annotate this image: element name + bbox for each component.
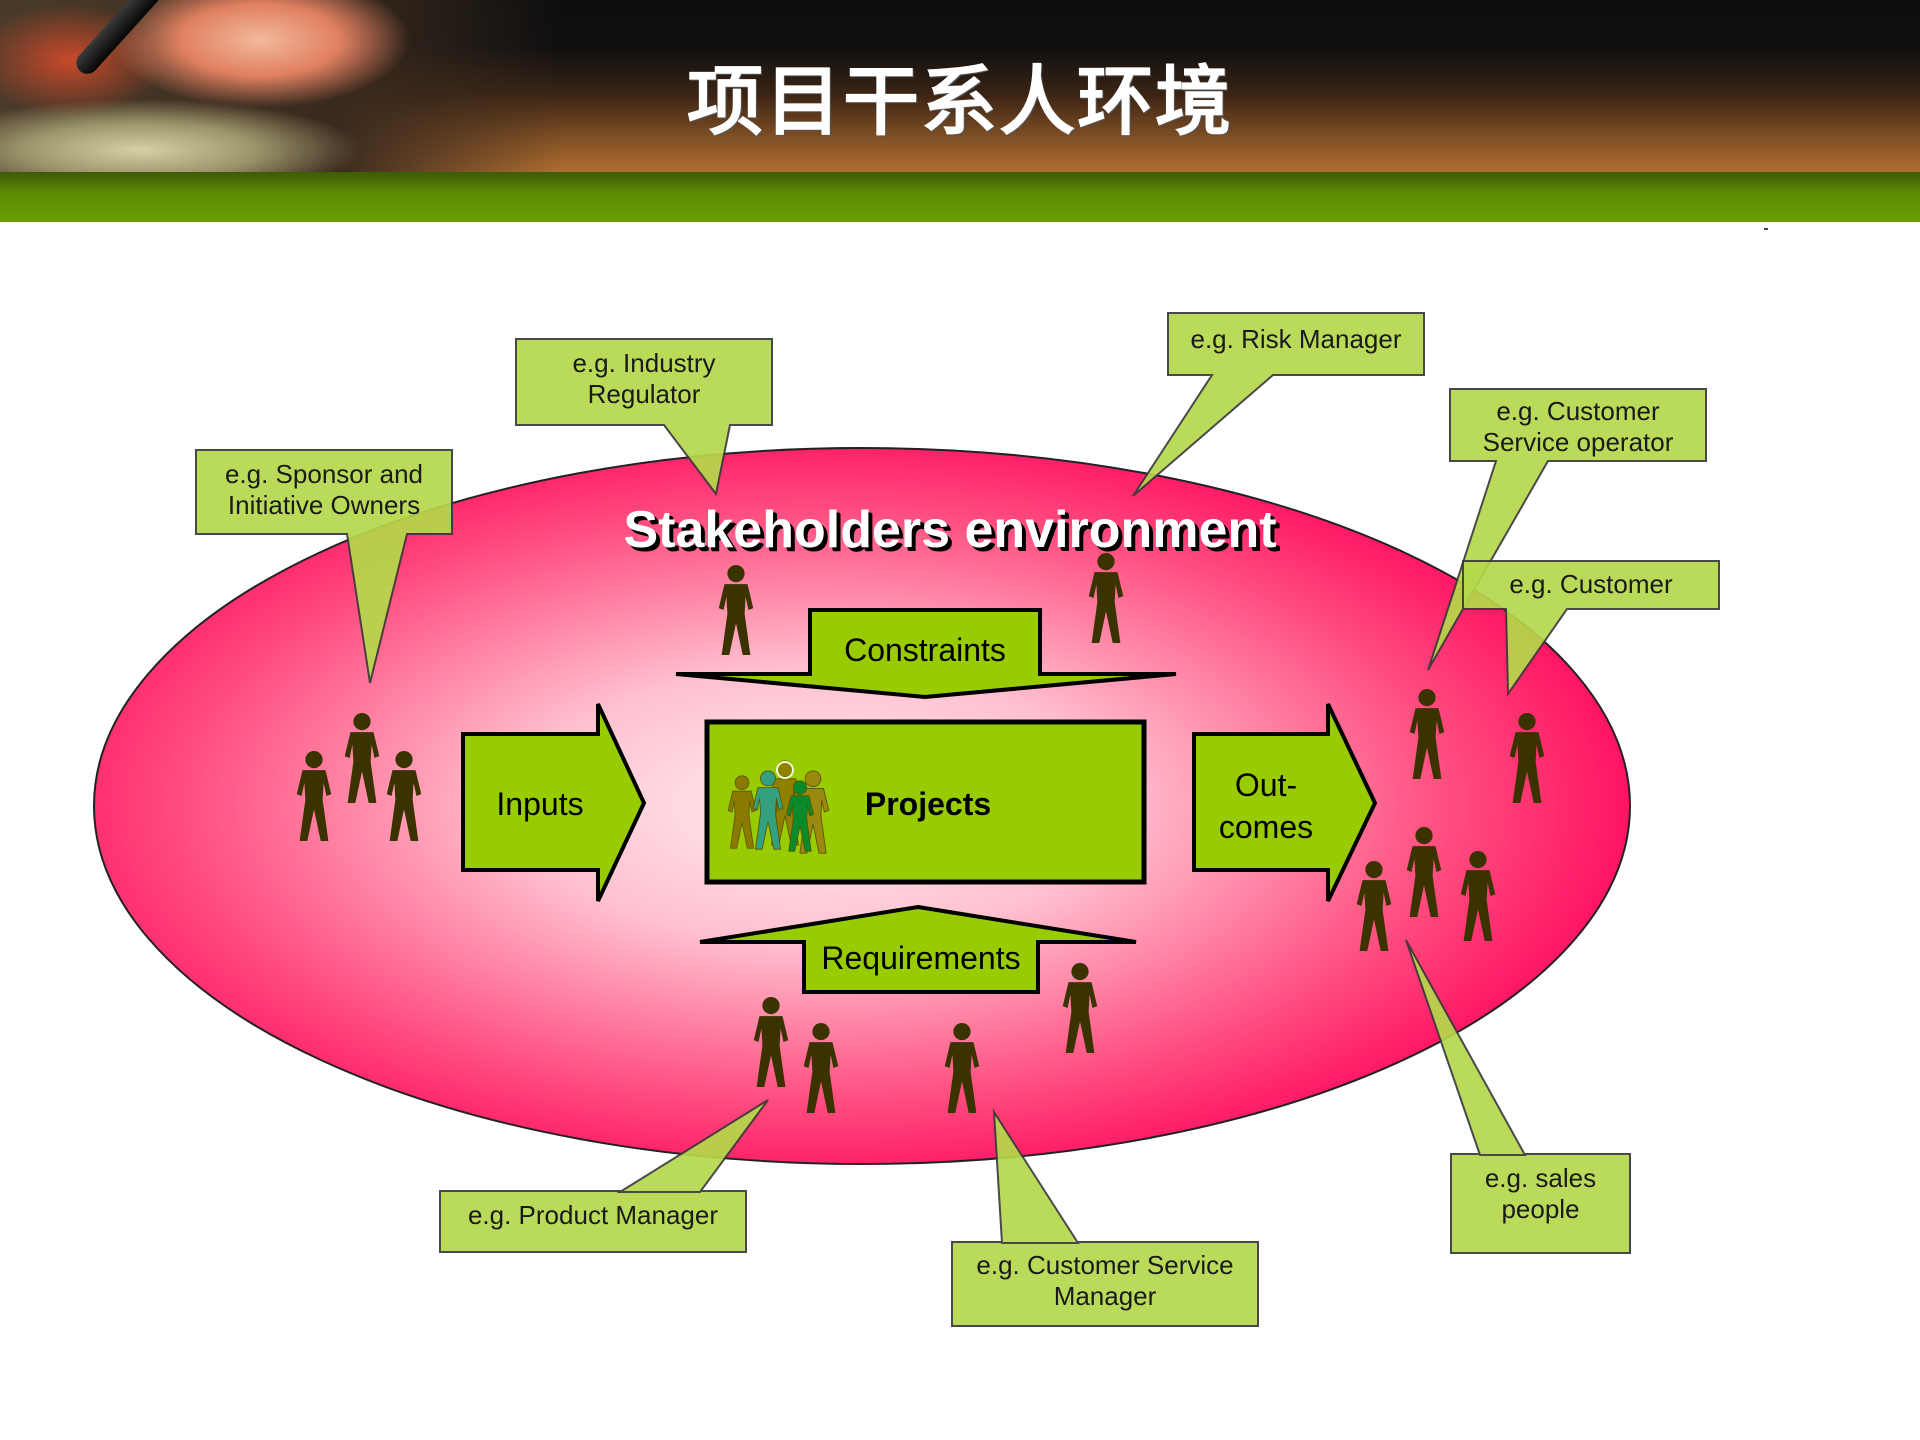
callout-regulator-line2: Regulator: [587, 379, 701, 409]
callout-regulator: [515, 338, 773, 497]
callout-customer: [1462, 560, 1720, 698]
callout-sponsor-line1: e.g. Sponsor and: [224, 459, 424, 489]
callout-regulator-text: e.g. Industry Regulator: [516, 348, 772, 410]
header-photo-hand-pen: [0, 0, 560, 172]
callout-product-manager: [439, 1099, 769, 1253]
requirements-label: Requirements: [821, 940, 1021, 976]
callout-cs-manager-text: e.g. Customer Service Manager: [952, 1250, 1258, 1312]
callout-cs-manager: [951, 1108, 1259, 1327]
callout-cs-operator-line2: Service operator: [1482, 427, 1674, 457]
inputs-label: Inputs: [496, 786, 584, 822]
environment-title: Stakeholders environment: [623, 501, 1277, 559]
callout-cs-manager-line2: Manager: [1053, 1281, 1157, 1311]
header-banner: 项目干系人环境: [0, 0, 1920, 172]
callout-customer-line1: e.g. Customer: [1509, 569, 1673, 599]
page-title: 项目干系人环境: [687, 57, 1233, 146]
requirements-arrow: [699, 904, 1137, 994]
callout-sponsor: [195, 449, 453, 684]
outcomes-arrow: [1192, 703, 1378, 902]
callout-product-manager-text: e.g. Product Manager: [440, 1200, 746, 1231]
callout-risk: [1132, 312, 1425, 497]
callout-sales: [1405, 939, 1631, 1254]
callout-sales-line1: e.g. sales: [1484, 1163, 1597, 1193]
callout-risk-text: e.g. Risk Manager: [1168, 324, 1424, 355]
decorative-dash: [1764, 228, 1768, 230]
callout-sales-text: e.g. sales people: [1451, 1163, 1630, 1225]
constraints-arrow: [675, 608, 1177, 700]
callout-product-manager-line1: e.g. Product Manager: [467, 1200, 719, 1230]
header-green-bar: [0, 172, 1920, 222]
callout-cs-operator-line1: e.g. Customer: [1496, 396, 1660, 426]
outcomes-label: Out- comes: [1196, 764, 1336, 848]
projects-label: Projects: [864, 786, 992, 822]
outcomes-label-line1: Out-: [1234, 767, 1298, 803]
people-group-icon: [727, 760, 830, 854]
callout-sponsor-line2: Initiative Owners: [227, 490, 421, 520]
callout-risk-line1: e.g. Risk Manager: [1190, 324, 1402, 354]
callout-sales-line2: people: [1501, 1194, 1580, 1224]
outcomes-label-line2: comes: [1218, 809, 1314, 845]
constraints-label: Constraints: [844, 632, 1006, 668]
callout-cs-operator-text: e.g. Customer Service operator: [1450, 396, 1706, 458]
callout-cs-manager-line1: e.g. Customer Service: [976, 1250, 1234, 1280]
callout-customer-text: e.g. Customer: [1463, 569, 1719, 600]
callout-sponsor-text: e.g. Sponsor and Initiative Owners: [196, 459, 452, 521]
inputs-arrow: [461, 703, 647, 902]
callout-regulator-line1: e.g. Industry: [572, 348, 716, 378]
